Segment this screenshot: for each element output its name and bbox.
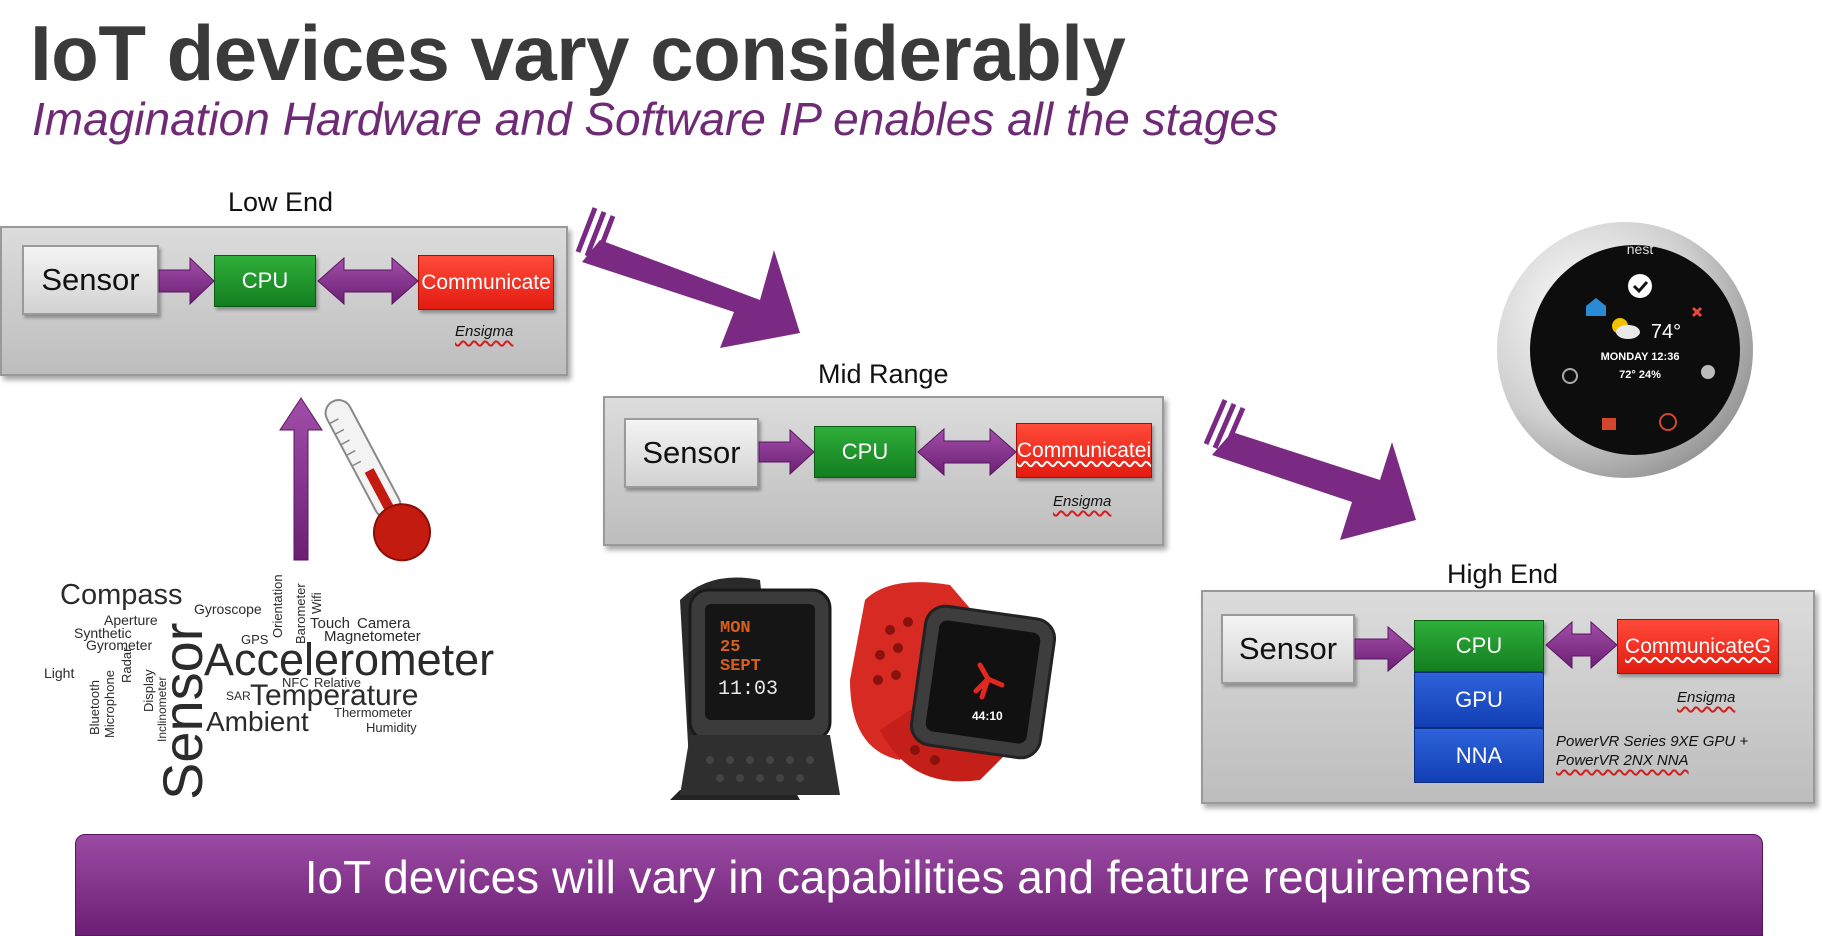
watch2-time: 44:10	[972, 709, 1003, 723]
history-icon	[1659, 413, 1677, 431]
low-to-mid-big-arrow	[575, 207, 800, 348]
calendar-icon	[1602, 418, 1616, 430]
nest-day: MONDAY 12:36	[1601, 351, 1680, 363]
wc-ambient: Ambient	[206, 706, 309, 737]
wc-aperture: Aperture	[104, 612, 158, 628]
wc-gps: GPS	[241, 632, 269, 647]
high-sensor-to-cpu-arrow	[1354, 625, 1415, 673]
wc-humidity: Humidity	[366, 720, 417, 735]
wc-accelerometer: Accelerometer	[204, 634, 495, 685]
wc-wifi: Wifi	[309, 592, 324, 614]
sensor-input-up-arrow	[279, 397, 323, 561]
nest-stats: 72° 24%	[1619, 369, 1661, 381]
wc-camera: Camera	[357, 615, 411, 632]
low-end-label: Low End	[228, 187, 334, 217]
low-end-communicate-box: Communicate	[418, 255, 554, 310]
wc-relative: Relative	[314, 675, 361, 690]
home-icon	[1586, 298, 1606, 316]
summary-banner	[75, 834, 1763, 936]
mid-range-label: Mid Range	[818, 359, 949, 389]
high-end-ensigma-label: Ensigma	[1677, 689, 1736, 706]
slide-title: IoT devices vary considerably	[30, 9, 1126, 97]
mid-range-cpu-box: CPU	[814, 426, 916, 478]
wc-magnetometer: Magnetometer	[324, 628, 421, 645]
mid-sensor-to-cpu-arrow	[758, 428, 815, 476]
mid-to-high-big-arrow	[1203, 399, 1416, 540]
watch1-line3: SEPT	[720, 657, 761, 676]
high-end-communicate-box: CommunicateG	[1617, 619, 1779, 674]
wc-orientation: Orientation	[270, 574, 285, 638]
fan-icon	[1701, 365, 1715, 379]
wc-microphone: Microphone	[102, 670, 117, 738]
smartwatch-red	[850, 582, 1057, 782]
high-end-cpu-box: CPU	[1414, 620, 1544, 672]
low-end-sensor-box: Sensor	[22, 245, 159, 315]
smartwatches-image: MON 25 SEPT 11:03 44:10	[670, 577, 1057, 800]
mid-range-sensor-box: Sensor	[624, 418, 759, 488]
wc-gyroscope: Gyroscope	[194, 601, 262, 617]
wc-touch: Touch	[310, 615, 351, 632]
wc-compass: Compass	[60, 579, 183, 611]
high-end-ip-note: PowerVR Series 9XE GPU + PowerVR 2NX NNA	[1556, 732, 1748, 770]
nest-brand: nest	[1627, 241, 1654, 257]
wc-bluetooth: Bluetooth	[87, 680, 102, 735]
ip-note-line2: PowerVR 2NX NNA	[1556, 752, 1689, 769]
high-end-sensor-box: Sensor	[1221, 614, 1355, 684]
wc-gyrometer: Gyrometer	[86, 637, 153, 653]
wc-sar: SAR	[226, 689, 251, 703]
wc-radar: Radar	[119, 647, 134, 683]
low-end-cpu-box: CPU	[214, 255, 316, 307]
low-end-ensigma-label: Ensigma	[455, 323, 514, 340]
slide-subtitle: Imagination Hardware and Software IP ena…	[32, 93, 1279, 145]
ip-note-line1: PowerVR Series 9XE GPU +	[1556, 733, 1749, 750]
smartwatch-black	[670, 577, 840, 800]
nest-thermostat-image: nest 74° MONDAY 12:36 72° 24%	[1497, 222, 1753, 478]
wc-temperature: Temperature	[250, 679, 419, 712]
high-end-gpu-box: GPU	[1414, 672, 1544, 728]
summary-banner-text: IoT devices will vary in capabilities an…	[304, 851, 1532, 903]
wc-nfc: NFC	[282, 675, 309, 690]
watch1-time: 11:03	[718, 678, 778, 701]
high-end-label: High End	[1447, 559, 1559, 589]
watch1-line1: MON	[720, 619, 751, 638]
wc-thermometer: Thermometer	[334, 705, 413, 720]
heat-icon	[1691, 306, 1703, 318]
low-sensor-to-cpu-arrow	[158, 256, 215, 306]
high-end-nna-box: NNA	[1414, 728, 1544, 783]
mid-range-ensigma-label: Ensigma	[1053, 493, 1112, 510]
thermometer-icon	[324, 399, 431, 562]
mid-cpu-communicate-double-arrow	[917, 427, 1017, 477]
watch1-line2: 25	[720, 638, 740, 657]
wc-light: Light	[44, 665, 75, 681]
runner-icon	[973, 662, 1005, 700]
low-cpu-communicate-double-arrow	[317, 256, 419, 306]
wc-barometer: Barometer	[293, 583, 308, 644]
nest-temp: 74°	[1651, 321, 1681, 343]
wc-display: Display	[141, 669, 156, 712]
check-icon	[1628, 274, 1652, 298]
high-cpu-communicate-double-arrow	[1545, 620, 1618, 670]
wc-synthetic: Synthetic	[74, 625, 132, 641]
mid-range-communicate-box: Communicatei	[1016, 423, 1152, 478]
sensor-word-cloud: Compass Gyroscope Aperture Synthetic Gyr…	[0, 0, 494, 800]
settings-icon	[1562, 368, 1578, 384]
wc-inclinometer: Inclinometer	[155, 676, 169, 742]
